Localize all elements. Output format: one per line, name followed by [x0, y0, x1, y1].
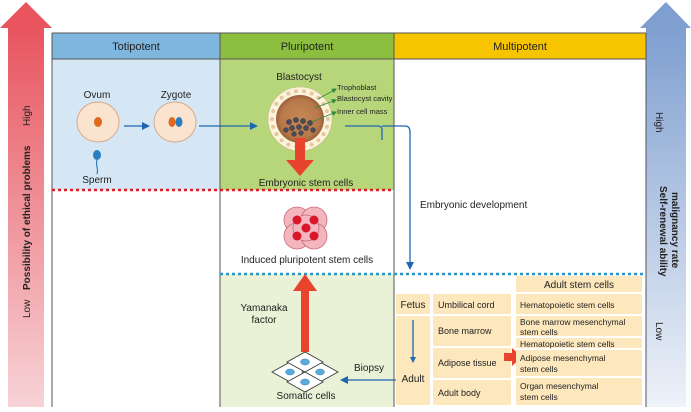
- blastocyst-cavity-label: Blastocyst cavity: [337, 94, 393, 103]
- somatic-cells-label: Somatic cells: [277, 391, 336, 402]
- source-to-stem-arrow: [504, 348, 522, 366]
- adult-stem-cells-title: Adult stem cells: [544, 280, 614, 291]
- inner-cell-mass-label: Inner cell mass: [337, 107, 388, 116]
- left-axis-title: Possibility of ethical problems: [22, 145, 33, 290]
- embryonic-development-label: Embryonic development: [420, 200, 527, 211]
- trophoblast-dot: [324, 124, 329, 129]
- header-multipotent: Multipotent: [493, 41, 547, 53]
- sperm-icon: [93, 150, 101, 175]
- yamanaka-label-line2: factor: [251, 315, 277, 326]
- trophoblast-dot: [316, 138, 321, 143]
- ovum-nucleus: [94, 117, 102, 127]
- ics-connector: [345, 125, 383, 140]
- trophoblast-dot: [321, 132, 326, 137]
- trophoblast-dot: [279, 95, 284, 100]
- stem-box-0: [516, 294, 642, 314]
- trophoblast-dots: [270, 89, 330, 149]
- zygote-nucleus-2: [175, 117, 183, 127]
- inner-mass-pointer: [311, 111, 337, 123]
- stem-cell-adipose-line1: Adipose mesenchymal: [520, 353, 606, 363]
- yamanaka-arrow: [293, 274, 317, 352]
- right-axis-low: Low: [653, 322, 664, 341]
- left-axis-arrow: [0, 2, 52, 407]
- fetus-box: [396, 294, 430, 314]
- source-box-umbilical: [433, 294, 511, 314]
- right-axis-high-group: High: [653, 112, 664, 133]
- embryonic-development-arrow: [382, 125, 414, 270]
- biopsy-label: Biopsy: [354, 363, 384, 374]
- trophoblast-dot: [274, 101, 279, 106]
- trophoblast-dot: [309, 142, 314, 147]
- header-totipotent-bg: [52, 33, 220, 59]
- inner-cell-mass: [283, 117, 316, 137]
- right-axis-title-line1: Self-renewal ability: [657, 186, 668, 277]
- trophoblast-dot: [309, 91, 314, 96]
- right-axis-title-line2: malignancy rate: [669, 192, 680, 269]
- cavity-pointer: [313, 99, 337, 109]
- ovum-label: Ovum: [84, 90, 111, 101]
- ips-cells-icon: [283, 206, 328, 250]
- trophoblast-dot: [286, 142, 291, 147]
- embryonic-stem-cells-label: Embryonic stem cells: [259, 178, 353, 189]
- right-axis-arrow: [640, 2, 691, 407]
- header-multipotent-bg: [394, 33, 646, 59]
- header-pluripotent-bg: [220, 33, 394, 59]
- source-adipose-tissue: Adipose tissue: [438, 358, 497, 368]
- left-axis-high: High: [22, 105, 33, 126]
- zygote-label: Zygote: [161, 90, 192, 101]
- source-bone-marrow: Bone marrow: [438, 326, 492, 336]
- left-axis-low: Low: [22, 299, 33, 318]
- right-axis-high: High: [653, 112, 664, 133]
- trophoblast-label: Trophoblast: [337, 83, 377, 92]
- trophoblast-dot: [271, 124, 276, 129]
- trophoblast-dot: [286, 91, 291, 96]
- trophoblast-pointer: [317, 88, 337, 100]
- stem-cell-hematopoietic-2: Hematopoietic stem cells: [520, 339, 614, 349]
- zygote-nucleus-1: [168, 117, 176, 127]
- grid-lines: [51, 32, 647, 407]
- ips-label: Induced pluripotent stem cells: [241, 255, 373, 266]
- source-adult-body: Adult body: [438, 388, 481, 398]
- stem-cell-bone-marrow-line1: Bone marrow mesenchymal: [520, 317, 625, 327]
- adult-stem-title-box: [516, 276, 642, 292]
- stem-cell-organ-line2: stem cells: [520, 392, 558, 402]
- right-axis-title-group: Self-renewal ability malignancy rate: [657, 186, 680, 277]
- yamanaka-label-line1: Yamanaka: [240, 303, 288, 314]
- somatic-nuclei: [285, 358, 325, 386]
- trophoblast-dot: [271, 109, 276, 114]
- source-box-adult-body: [433, 380, 511, 405]
- fetus-label: Fetus: [400, 300, 425, 311]
- trophoblast-dot: [316, 95, 321, 100]
- trophoblast-dot: [270, 117, 274, 121]
- stem-cell-adipose-line2: stem cells: [520, 364, 558, 374]
- adult-label: Adult: [402, 374, 425, 385]
- header-pluripotent: Pluripotent: [281, 41, 334, 53]
- stem-cell-bone-marrow-line2: stem cells: [520, 327, 558, 337]
- right-axis-low-group: Low: [653, 322, 664, 341]
- left-axis-labels: Low Possibility of ethical problems High: [22, 105, 33, 318]
- trophoblast-dot: [274, 132, 279, 137]
- trophoblast-dot: [326, 117, 330, 121]
- source-box-bone-marrow: [433, 316, 511, 346]
- trophoblast-dot: [294, 89, 298, 94]
- sperm-label: Sperm: [82, 175, 111, 186]
- header-totipotent: Totipotent: [112, 41, 160, 53]
- stem-box-2: [516, 338, 642, 348]
- blastocyst-label: Blastocyst: [276, 72, 322, 83]
- source-umbilical-cord: Umbilical cord: [438, 300, 495, 310]
- source-box-adipose: [433, 348, 511, 378]
- stem-box-3: [516, 350, 642, 376]
- stem-box-1: [516, 316, 642, 336]
- stem-cell-organ-line1: Organ mesenchymal: [520, 381, 599, 391]
- trophoblast-dot: [324, 109, 329, 114]
- stem-cell-hematopoietic-1: Hematopoietic stem cells: [520, 300, 614, 310]
- blastocyst-cavity: [276, 95, 324, 143]
- stem-box-4: [516, 378, 642, 405]
- blastocyst-to-es-arrow: [286, 138, 314, 176]
- trophoblast-dot: [279, 138, 284, 143]
- trophoblast-dot: [302, 89, 306, 94]
